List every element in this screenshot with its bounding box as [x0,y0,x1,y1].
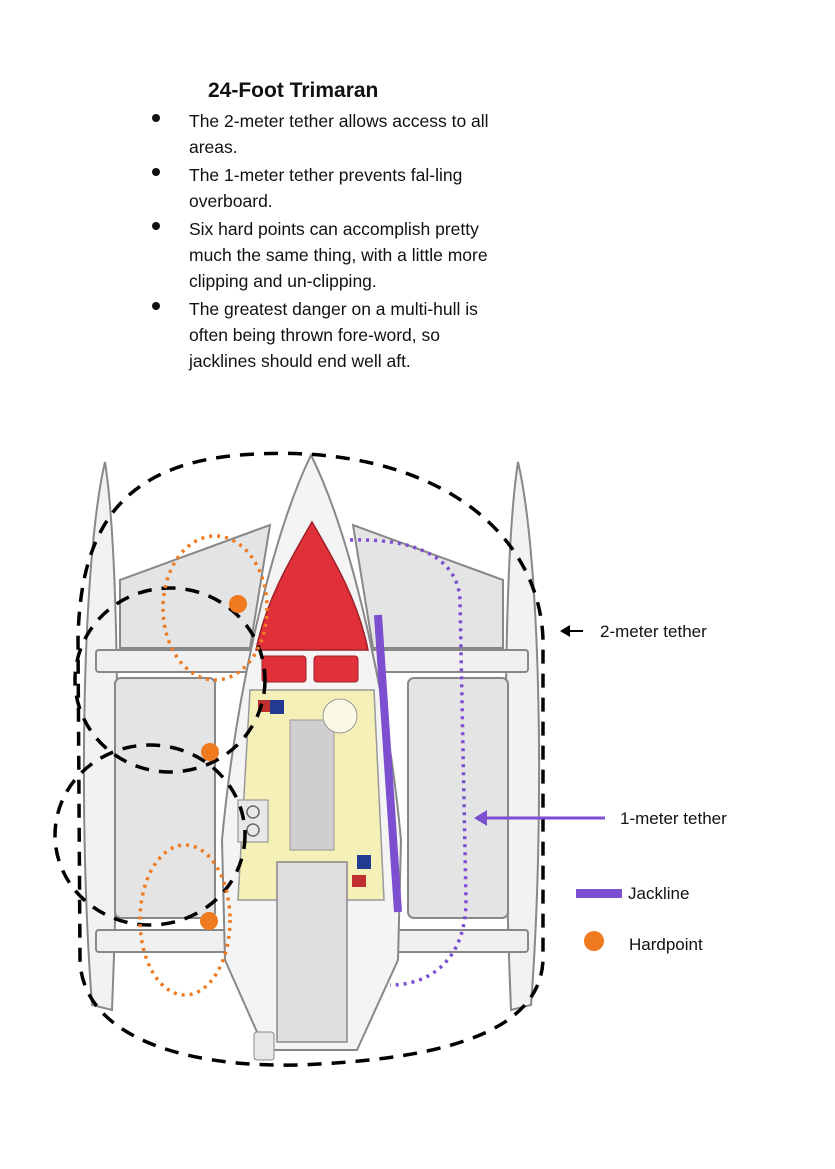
legend-hardpoint-label: Hardpoint [629,935,703,954]
cushion-blue [270,700,284,714]
bow-section [255,520,369,651]
bullet-item: The greatest danger on a multi-hull is o… [150,296,490,374]
bullet-text: The greatest danger on a multi-hull is o… [189,299,478,371]
hatch-right [313,655,359,683]
bullet-text: The 1-meter tether prevents fal-ling ove… [189,165,463,211]
legend-jackline-label: Jackline [628,884,689,903]
diagram-title: 24-Foot Trimaran [208,79,379,102]
bullet-dot-icon [152,302,160,310]
trampoline-aft-right [407,677,509,919]
arrow-1m-icon [474,810,605,826]
legend-jackline-swatch [576,889,622,898]
trampoline-aft-left [114,677,216,919]
bullet-list: The 2-meter tether allows access to all … [150,108,490,376]
hardpoint-marker [229,595,247,613]
tether-2m-hardpoint-arc [53,743,247,927]
outboard-motor [253,1031,275,1061]
left-ama [82,461,119,1012]
bullet-text: Six hard points can accomplish pretty mu… [189,219,488,291]
companionway [289,719,335,851]
bullet-dot-icon [152,114,160,122]
bullet-text: The 2-meter tether allows access to all … [189,111,489,157]
stove-burner-icon [246,823,260,837]
stove-box [237,799,269,843]
hardpoint-reach-circle [161,534,269,682]
bullet-dot-icon [152,168,160,176]
stove-burner-icon [246,805,260,819]
trampoline-front-left [119,523,272,649]
hatch-left [261,655,307,683]
bullet-dot-icon [152,222,160,230]
bullet-item: Six hard points can accomplish pretty mu… [150,216,490,294]
trimaran-diagram: 2-meter tether 1-meter tether Jackline H… [53,451,727,1067]
cushion-blue [357,855,371,869]
label-2m-tether: 2-meter tether [600,622,707,641]
cushion-red [352,875,366,887]
hardpoint-marker [201,743,219,761]
legend-hardpoint-swatch [584,931,604,951]
arrow-2m-icon [560,625,583,637]
tether-2m-hardpoint-arc [73,586,267,774]
bullet-item: The 2-meter tether allows access to all … [150,108,490,160]
label-1m-tether: 1-meter tether [620,809,727,828]
trampoline-front-right [351,523,504,649]
hardpoint-marker [200,912,218,930]
tether-2m-outline [76,451,545,1067]
tether-1m-outline [349,538,468,987]
bullet-item: The 1-meter tether prevents fal-ling ove… [150,162,490,214]
hardpoint-reach-circle [138,843,232,997]
cockpit-floor [276,861,348,1043]
jackline [374,614,402,913]
deck-hatch-round [322,698,358,734]
